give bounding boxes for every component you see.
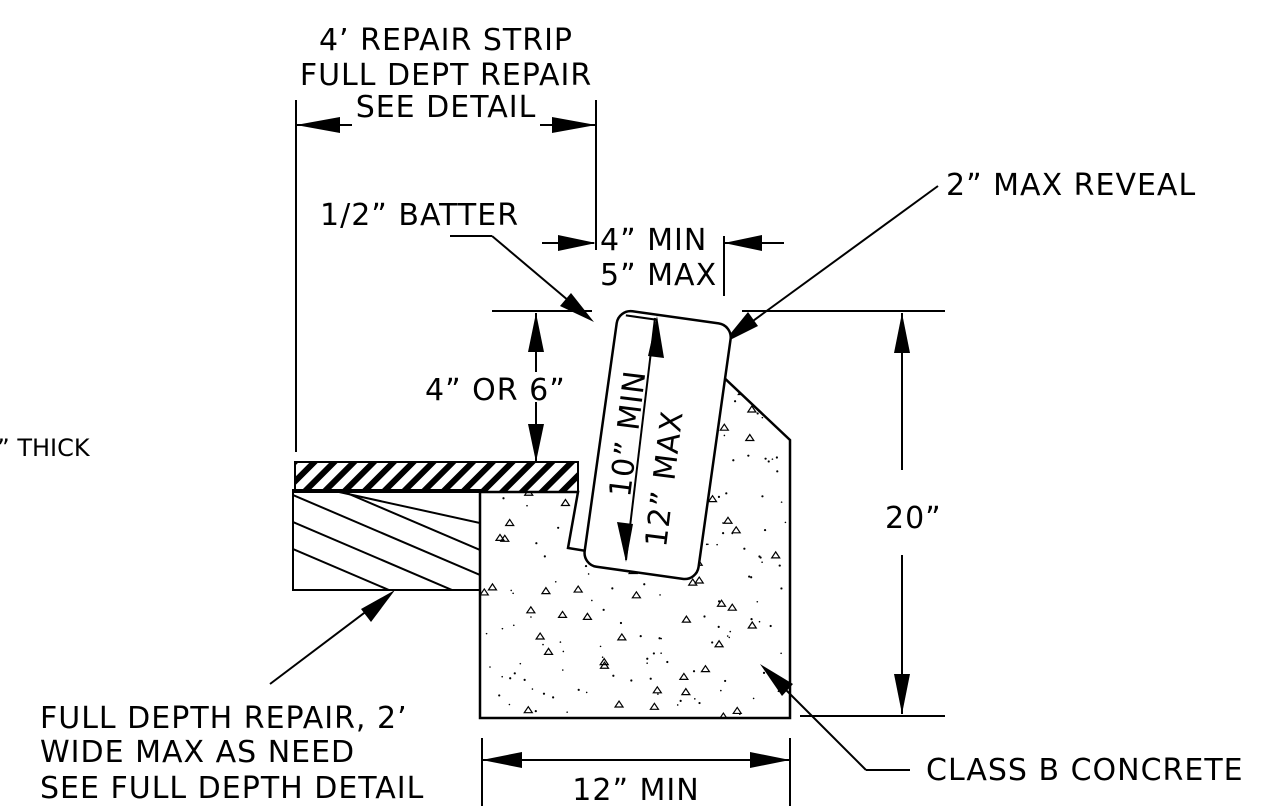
asphalt-layer [294, 461, 579, 493]
height-label: 20” [885, 501, 942, 536]
repair-strip-label-line2: FULL DEPT REPAIR [300, 58, 592, 93]
full-depth-label-line1: FULL DEPTH REPAIR, 2’ [40, 701, 408, 736]
full-depth-leader [269, 590, 395, 685]
curb-height-dimension [617, 316, 664, 562]
curb-stone [583, 309, 732, 581]
full-depth-repair-block [292, 489, 481, 591]
batter-leader [450, 235, 594, 322]
repair-strip-label-line1: 4’ REPAIR STRIP [319, 23, 573, 58]
width-max-label: 5” MAX [600, 258, 717, 293]
full-depth-label-line2: WIDE MAX AS NEED [40, 735, 355, 770]
full-depth-label-line3: SEE FULL DEPTH DETAIL [40, 771, 424, 806]
total-height-dimension [894, 313, 910, 714]
partial-thickness-label: 4” THICK [0, 434, 91, 462]
base-width-label: 12” MIN [572, 773, 699, 808]
concrete-label: CLASS B CONCRETE [926, 753, 1244, 788]
repair-strip-dimension [295, 100, 597, 452]
thickness-label: 4” OR 6” [425, 373, 566, 408]
thickness-dimension [528, 313, 544, 462]
base-width-dimension [481, 738, 791, 806]
concrete-leader [760, 664, 910, 771]
max-reveal-label: 2” MAX REVEAL [946, 168, 1196, 203]
repair-strip-label-line3: SEE DETAIL [356, 90, 537, 125]
max-reveal-leader [722, 185, 939, 344]
curb-top-width-dimension [542, 235, 784, 296]
width-min-label: 4” MIN [600, 223, 707, 258]
batter-label: 1/2” BATTER [320, 198, 519, 233]
